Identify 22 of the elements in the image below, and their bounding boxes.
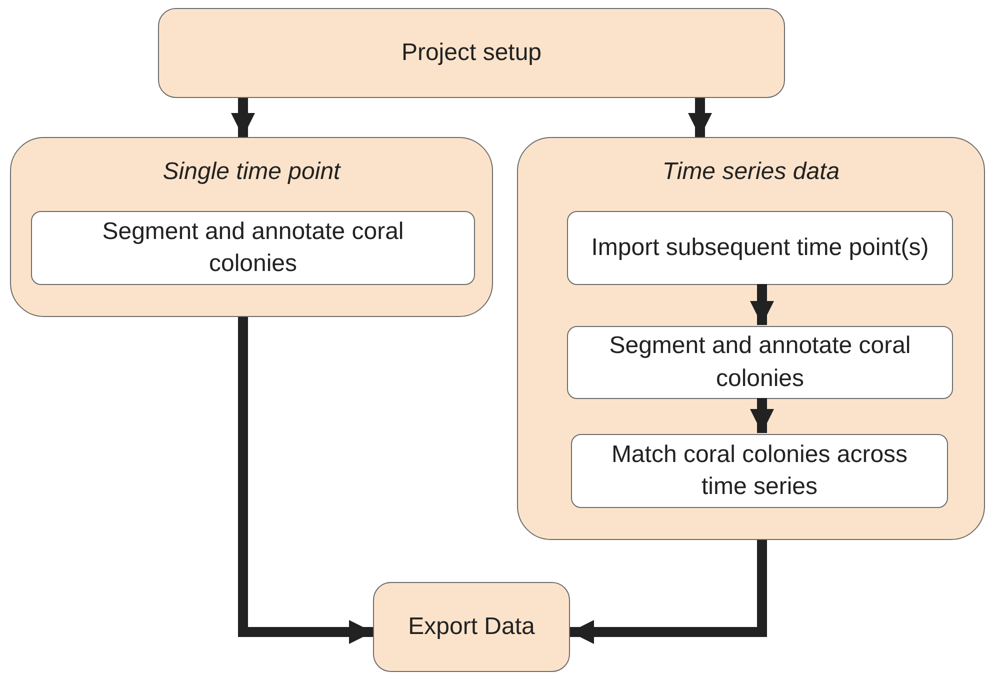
arrow [238, 317, 373, 644]
process-box [567, 211, 953, 285]
panel-heading: Time series data [662, 157, 840, 187]
panel-heading: Single time point [162, 157, 340, 187]
box-label: Project setup [401, 38, 542, 68]
process-box [158, 8, 785, 98]
arrow [750, 284, 774, 325]
arrow [750, 398, 774, 433]
box-label: Match coral colonies across time series [610, 440, 909, 502]
process-box [373, 582, 570, 672]
arrow [688, 98, 712, 137]
group-panel [517, 137, 985, 540]
box-label: Segment and annotate coral colonies [608, 331, 912, 394]
box-label: Import subsequent time point(s) [591, 232, 929, 263]
box-label: Segment and annotate coral colonies [101, 216, 405, 279]
arrow [231, 98, 255, 137]
box-label: Export Data [408, 612, 535, 642]
process-box [567, 326, 953, 399]
process-box [571, 434, 948, 508]
process-box [31, 211, 475, 285]
group-panel [10, 137, 493, 317]
arrow [570, 540, 767, 644]
